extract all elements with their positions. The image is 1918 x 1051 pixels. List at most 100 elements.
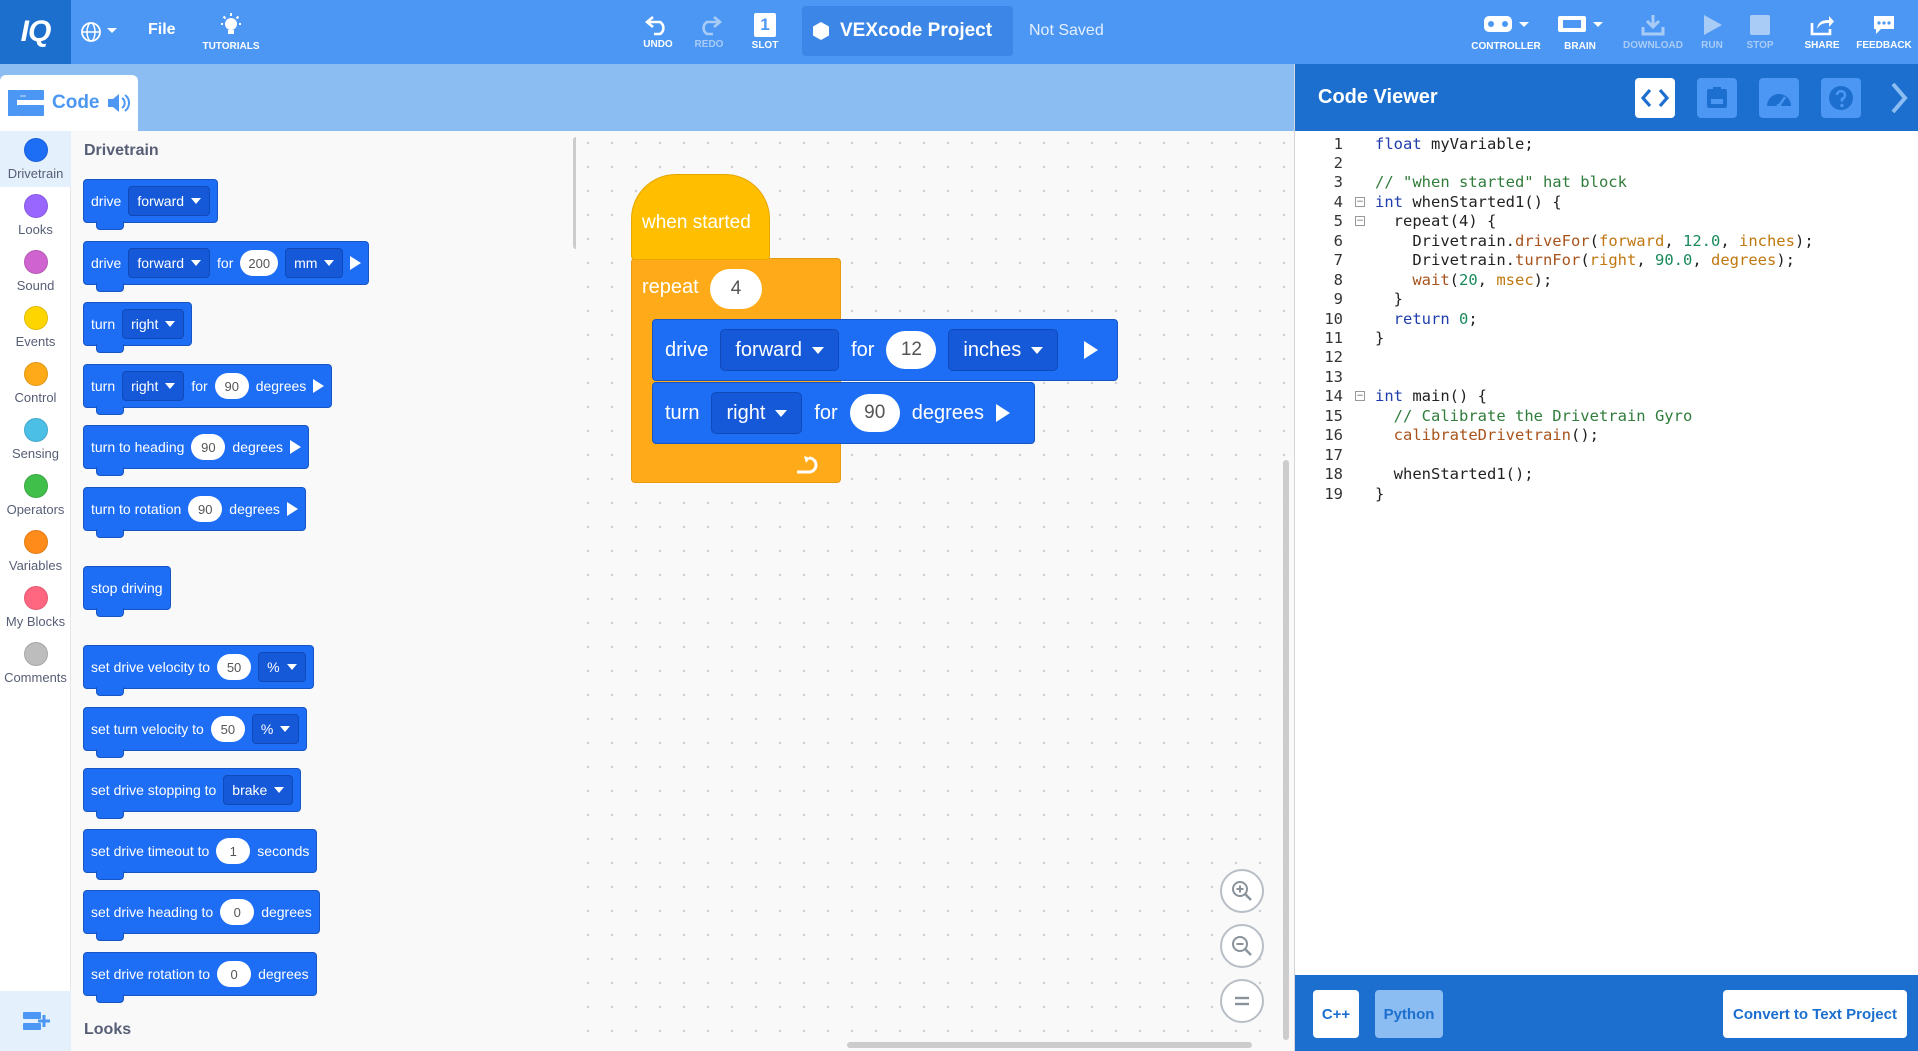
workspace-vertical-scrollbar[interactable] (1283, 460, 1289, 1040)
category-events[interactable]: Events (0, 299, 71, 355)
distance-input[interactable]: 12 (886, 331, 937, 369)
turn-direction-dropdown[interactable]: right (122, 371, 185, 401)
rotation-input[interactable]: 90 (188, 496, 223, 522)
heading-input[interactable]: 90 (191, 434, 226, 460)
zoom-in-button[interactable] (1220, 869, 1264, 913)
code-line[interactable]: 9 } (1295, 287, 1918, 311)
code-line[interactable]: 17 (1295, 443, 1918, 467)
units-dropdown[interactable]: inches (948, 329, 1059, 371)
file-menu-button[interactable]: File (148, 21, 176, 38)
feedback-button[interactable]: FEEDBACK (1856, 0, 1912, 64)
palette-set-turn-velocity-block[interactable]: set turn velocity to 50 % (83, 707, 308, 758)
dashboard-button[interactable] (1759, 78, 1799, 118)
code-line[interactable]: 4−int whenStarted1() { (1295, 190, 1918, 214)
palette-turn-block[interactable]: turn right (83, 302, 193, 353)
tutorials-button[interactable]: TUTORIALS (202, 0, 260, 64)
direction-dropdown[interactable]: forward (720, 329, 840, 371)
code-line[interactable]: 15 // Calibrate the Drivetrain Gyro (1295, 404, 1918, 428)
code-line[interactable]: 3// "when started" hat block (1295, 170, 1918, 194)
code-line[interactable]: 13 (1295, 365, 1918, 389)
code-view-button[interactable] (1635, 78, 1675, 118)
when-started-hat-block[interactable]: when started (631, 174, 770, 260)
category-my-blocks[interactable]: My Blocks (0, 579, 71, 635)
timeout-input[interactable]: 1 (216, 838, 251, 864)
heading-input[interactable]: 0 (220, 899, 255, 925)
turn-for-block[interactable]: turn right for 90 degrees (652, 382, 1035, 444)
angle-input[interactable]: 90 (849, 394, 900, 432)
python-language-button[interactable]: Python (1375, 990, 1443, 1038)
velocity-input[interactable]: 50 (210, 716, 245, 742)
category-variables[interactable]: Variables (0, 523, 71, 579)
run-button[interactable]: RUN (1690, 0, 1734, 64)
code-line[interactable]: 8 wait(20, msec); (1295, 268, 1918, 292)
distance-input[interactable]: 200 (240, 250, 279, 276)
stop-button[interactable]: STOP (1738, 0, 1782, 64)
palette-drive-block[interactable]: drive forward (83, 179, 219, 230)
code-line[interactable]: 19} (1295, 482, 1918, 506)
zoom-out-button[interactable] (1220, 924, 1264, 968)
code-line[interactable]: 2 (1295, 151, 1918, 175)
palette-set-drive-stopping-block[interactable]: set drive stopping to brake (83, 768, 302, 819)
code-line[interactable]: 6 Drivetrain.driveFor(forward, 12.0, inc… (1295, 229, 1918, 253)
download-button[interactable]: DOWNLOAD (1620, 0, 1686, 64)
code-line[interactable]: 14−int main() { (1295, 384, 1918, 408)
slot-button[interactable]: 1 SLOT (743, 0, 787, 64)
palette-set-drive-timeout-block[interactable]: set drive timeout to 1 seconds (83, 829, 318, 880)
category-control[interactable]: Control (0, 355, 71, 411)
speaker-icon[interactable] (106, 92, 130, 114)
repeat-count-input[interactable]: 4 (710, 269, 762, 309)
fold-toggle-icon[interactable]: − (1355, 196, 1365, 207)
turn-direction-dropdown[interactable]: right (122, 309, 185, 339)
angle-input[interactable]: 90 (214, 373, 249, 399)
direction-dropdown[interactable]: forward (128, 186, 211, 216)
workspace-horizontal-scrollbar[interactable] (847, 1042, 1252, 1048)
palette-set-drive-heading-block[interactable]: set drive heading to 0 degrees (83, 890, 320, 941)
cpp-language-button[interactable]: C++ (1313, 990, 1359, 1038)
velocity-units-dropdown[interactable]: % (258, 652, 306, 682)
code-line[interactable]: 18 whenStarted1(); (1295, 462, 1918, 486)
code-line[interactable]: 16 calibrateDrivetrain(); (1295, 423, 1918, 447)
help-button[interactable] (1821, 78, 1861, 118)
zoom-reset-button[interactable] (1220, 979, 1264, 1023)
stopping-mode-dropdown[interactable]: brake (223, 775, 294, 805)
controller-button[interactable]: CONTROLLER (1470, 0, 1542, 64)
category-sound[interactable]: Sound (0, 243, 71, 299)
drive-for-block[interactable]: drive forward for 12 inches (652, 319, 1118, 381)
palette-stop-driving-block[interactable]: stop driving (83, 566, 171, 617)
palette-turn-to-rotation-block[interactable]: turn to rotation 90 degrees (83, 487, 306, 538)
share-button[interactable]: SHARE (1800, 0, 1844, 64)
redo-button[interactable]: REDO (687, 0, 731, 64)
undo-button[interactable]: UNDO (636, 0, 680, 64)
category-drivetrain[interactable]: Drivetrain (0, 131, 71, 187)
direction-dropdown[interactable]: forward (128, 248, 211, 278)
code-line[interactable]: 10 return 0; (1295, 307, 1918, 331)
velocity-units-dropdown[interactable]: % (251, 714, 300, 744)
category-comments[interactable]: Comments (0, 635, 71, 691)
palette-set-drive-rotation-block[interactable]: set drive rotation to 0 degrees (83, 952, 317, 1003)
category-operators[interactable]: Operators (0, 467, 71, 523)
palette-turn-to-heading-block[interactable]: turn to heading 90 degrees (83, 425, 309, 476)
add-extension-button[interactable] (0, 991, 71, 1051)
code-line[interactable]: 7 Drivetrain.turnFor(right, 90.0, degree… (1295, 248, 1918, 272)
category-sensing[interactable]: Sensing (0, 411, 71, 467)
category-looks[interactable]: Looks (0, 187, 71, 243)
code-line[interactable]: 5− repeat(4) { (1295, 209, 1918, 233)
code-workspace[interactable]: repeat 4 when started drive forward for … (576, 131, 1294, 1051)
palette-drive-for-block[interactable]: drive forward for 200 mm (83, 241, 370, 292)
convert-to-text-project-button[interactable]: Convert to Text Project (1723, 990, 1907, 1038)
code-line[interactable]: 12 (1295, 345, 1918, 369)
fold-toggle-icon[interactable]: − (1355, 216, 1365, 227)
rotation-input[interactable]: 0 (217, 961, 252, 987)
chevron-right-icon[interactable] (1889, 81, 1909, 115)
fold-toggle-icon[interactable]: − (1355, 391, 1365, 402)
velocity-input[interactable]: 50 (217, 654, 252, 680)
palette-turn-for-block[interactable]: turn right for 90 degrees (83, 364, 333, 415)
devices-button[interactable] (1697, 78, 1737, 118)
turn-direction-dropdown[interactable]: right (711, 392, 803, 434)
language-menu-button[interactable] (80, 0, 118, 64)
units-dropdown[interactable]: mm (285, 248, 344, 278)
brain-button[interactable]: BRAIN (1548, 0, 1612, 64)
project-name-field[interactable]: VEXcode Project (802, 6, 1013, 56)
